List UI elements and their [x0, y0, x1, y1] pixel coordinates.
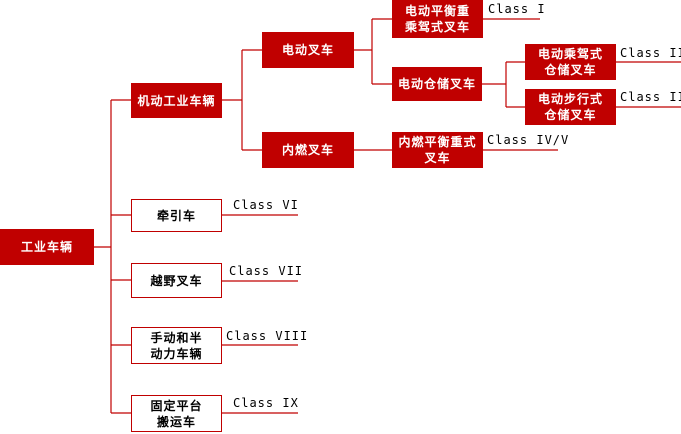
- node-fixed-platform-truck: 固定平台 搬运车: [131, 395, 222, 432]
- node-electric-warehouse-forklift: 电动仓储叉车: [392, 67, 482, 101]
- node-electric-forklift: 电动叉车: [262, 32, 354, 68]
- node-manual-semi-powered-vehicles: 手动和半 动力车辆: [131, 327, 222, 364]
- class-label-ii: Class II: [620, 46, 681, 60]
- node-offroad-forklift: 越野叉车: [131, 263, 222, 298]
- node-electric-walkie-warehouse-forklift: 电动步行式 仓储叉车: [525, 89, 616, 125]
- class-label-i: Class I: [488, 2, 546, 16]
- node-powered-industrial-vehicles: 机动工业车辆: [131, 83, 222, 118]
- class-label-ix: Class IX: [233, 396, 299, 410]
- node-combustion-forklift: 内燃叉车: [262, 132, 354, 168]
- node-industrial-vehicles: 工业车辆: [0, 229, 94, 265]
- class-label-vi: Class VI: [233, 198, 299, 212]
- node-electric-counterbalance-rider-forklift: 电动平衡重 乘驾式叉车: [392, 0, 483, 38]
- node-electric-rider-warehouse-forklift: 电动乘驾式 仓储叉车: [525, 44, 616, 80]
- class-label-viii: Class VIII: [226, 329, 309, 343]
- node-ic-counterbalance-forklift: 内燃平衡重式 叉车: [392, 132, 483, 168]
- class-label-vii: Class VII: [229, 264, 304, 278]
- class-label-iv-v: Class IV/V: [487, 133, 570, 147]
- class-label-iii: Class III: [620, 90, 681, 104]
- node-tractor: 牵引车: [131, 199, 222, 232]
